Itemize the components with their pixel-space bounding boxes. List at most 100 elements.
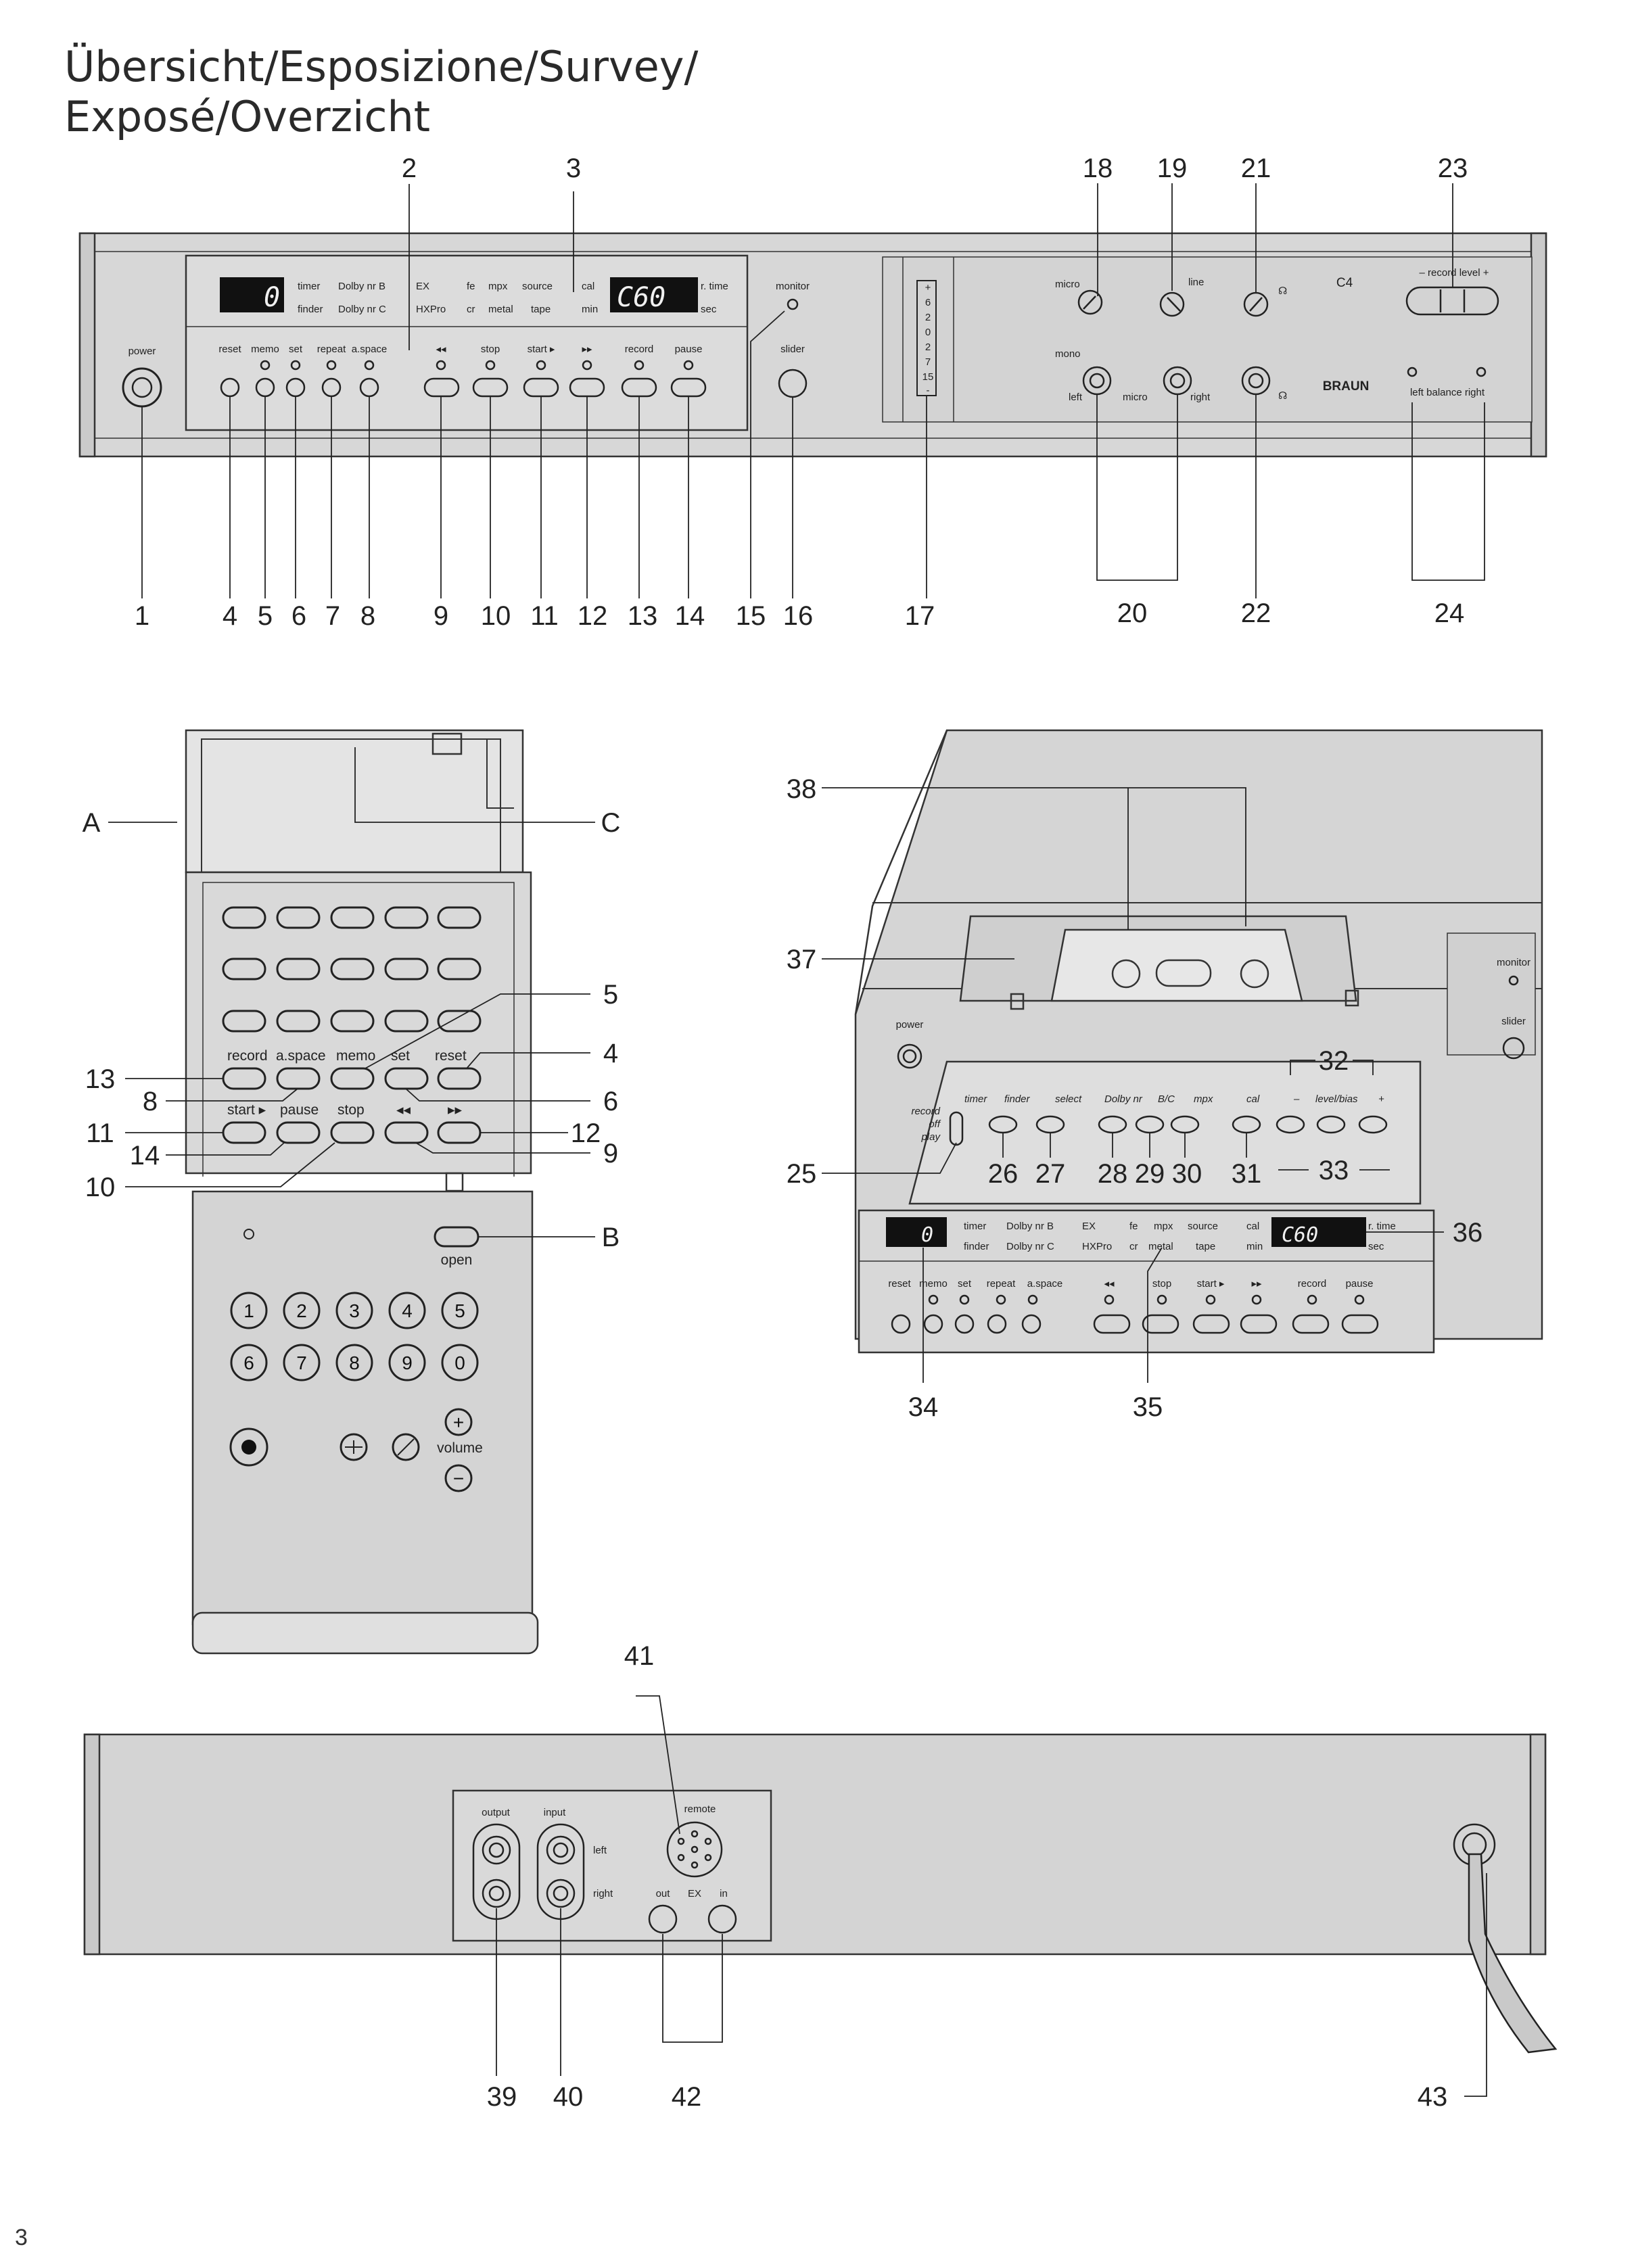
callout-33: 33 [1319, 1156, 1349, 1185]
remote-key-r1c2[interactable] [276, 906, 321, 929]
callout-11: 11 [530, 601, 559, 631]
deck-slider-knob[interactable] [1502, 1037, 1525, 1060]
remote-digit-2-label: 2 [296, 1300, 307, 1321]
front-ind-dolby-b: Dolby nr B [338, 281, 385, 292]
remote-digit-8[interactable] [335, 1344, 373, 1381]
remote-digit-4[interactable] [388, 1292, 426, 1329]
remote-stop-button[interactable] [330, 1121, 375, 1144]
remote-key-r3c2[interactable] [276, 1010, 321, 1033]
remote-digit-1[interactable] [230, 1292, 268, 1329]
callout-16: 16 [783, 601, 814, 631]
remote-aspace-button[interactable] [276, 1067, 321, 1090]
balance-right-led [1476, 367, 1487, 377]
deck-aspace-button[interactable] [1021, 1314, 1042, 1334]
callout-7: 7 [325, 601, 340, 631]
deck-top-edge [854, 730, 948, 1015]
front-line-knob[interactable] [1159, 291, 1185, 317]
remote-digit-7[interactable] [283, 1344, 321, 1381]
rear-ex-out-socket[interactable] [648, 1904, 678, 1934]
callout-14-remote: 14 [130, 1141, 160, 1171]
remote-rewind-button[interactable] [384, 1121, 429, 1144]
front-ind-finder: finder [298, 304, 323, 315]
remote-key-r1c1[interactable] [222, 906, 266, 929]
callout-1: 1 [135, 601, 149, 631]
remote-pause-button[interactable] [276, 1121, 321, 1144]
deck-mode-switch[interactable] [949, 1111, 964, 1146]
remote-record-key[interactable] [229, 1427, 268, 1467]
deck-level-minus-key[interactable] [1276, 1115, 1305, 1134]
deck-record-button[interactable] [1292, 1314, 1330, 1334]
deck-level-bias-key[interactable] [1316, 1115, 1346, 1134]
remote-key-r3c4[interactable] [384, 1010, 429, 1033]
front-rewind-button[interactable] [423, 377, 460, 398]
deck-repeat-button[interactable] [987, 1314, 1007, 1334]
remote-callouts [108, 747, 595, 1237]
leader-14-remote [166, 1142, 285, 1156]
remote-control [185, 729, 539, 1655]
rear-remote-socket[interactable] [666, 1821, 723, 1878]
deck-memo-button[interactable] [923, 1314, 943, 1334]
front-headphone-knob[interactable] [1243, 291, 1269, 317]
deck-display-digit-box [886, 1217, 947, 1247]
deck-ind-source: source [1188, 1221, 1218, 1232]
remote-volume-down[interactable] [444, 1464, 473, 1492]
front-micro-jack-label: micro [1123, 392, 1148, 403]
remote-digit-6[interactable] [230, 1344, 268, 1381]
remote-memo-button[interactable] [330, 1067, 375, 1090]
deck-stop-button[interactable] [1142, 1314, 1179, 1334]
front-micro-label: micro [1055, 279, 1080, 290]
deck-power-button[interactable] [897, 1043, 922, 1069]
callout-14: 14 [675, 601, 705, 631]
remote-key-r2c5[interactable] [437, 958, 482, 981]
front-stop-led [485, 360, 496, 371]
rear-input-left-jack[interactable] [546, 1835, 576, 1865]
remote-key-r2c2[interactable] [276, 958, 321, 981]
remote-key-r2c1[interactable] [222, 958, 266, 981]
remote-digit-0[interactable] [441, 1344, 479, 1381]
remote-digit-9-label: 9 [402, 1352, 413, 1373]
deck-power-button-inner [902, 1049, 917, 1064]
deck-reset-button[interactable] [891, 1314, 911, 1334]
rear-panel-right-end [1529, 1733, 1547, 1956]
rear-connector-plate [452, 1789, 772, 1942]
deck-record-led [1307, 1294, 1317, 1305]
remote-base [191, 1611, 539, 1655]
deck-level-plus-key[interactable] [1358, 1115, 1388, 1134]
rear-input-right-jack[interactable] [546, 1879, 576, 1908]
remote-key-r3c5[interactable] [437, 1010, 482, 1033]
remote-key-r1c5[interactable] [437, 906, 482, 929]
remote-key-r2c3[interactable] [330, 958, 375, 981]
title-line-1: Übersicht/Esposizione/Survey/ [64, 42, 699, 91]
remote-stop-label: stop [337, 1102, 365, 1118]
remote-digit-5[interactable] [441, 1292, 479, 1329]
deck-set-button[interactable] [954, 1314, 975, 1334]
remote-reset-button[interactable] [437, 1067, 482, 1090]
remote-digit-3[interactable] [335, 1292, 373, 1329]
rear-ex-in-socket[interactable] [707, 1904, 737, 1934]
remote-open-button[interactable] [434, 1226, 480, 1248]
remote-digit-2[interactable] [283, 1292, 321, 1329]
remote-key-r1c4[interactable] [384, 906, 429, 929]
rear-output-right-jack[interactable] [482, 1879, 511, 1908]
deck-rewind-button[interactable] [1093, 1314, 1131, 1334]
rear-output-left-jack[interactable] [482, 1835, 511, 1865]
remote-key-r3c3[interactable] [330, 1010, 375, 1033]
remote-digit-9[interactable] [388, 1344, 426, 1381]
remote-mute-key[interactable] [392, 1433, 420, 1461]
deck-start-button[interactable] [1192, 1314, 1230, 1334]
rear-input-label: input [544, 1807, 566, 1818]
callout-9-remote: 9 [603, 1139, 618, 1168]
front-micro-knob[interactable] [1077, 289, 1103, 315]
deck-display-counter-box [1271, 1217, 1366, 1247]
deck-pause-button[interactable] [1341, 1314, 1379, 1334]
callout-4: 4 [223, 601, 237, 631]
remote-volume-up[interactable] [444, 1408, 473, 1436]
deck-power-label: power [896, 1019, 924, 1031]
remote-key-r1c3[interactable] [330, 906, 375, 929]
deck-display-digit: 0 [921, 1223, 933, 1247]
remote-key-r3c1[interactable] [222, 1010, 266, 1033]
remote-key-r2c4[interactable] [384, 958, 429, 981]
remote-socket-pin-6 [677, 1837, 685, 1845]
deck-ff-button[interactable] [1240, 1314, 1278, 1334]
remote-balance-key[interactable] [340, 1433, 368, 1461]
